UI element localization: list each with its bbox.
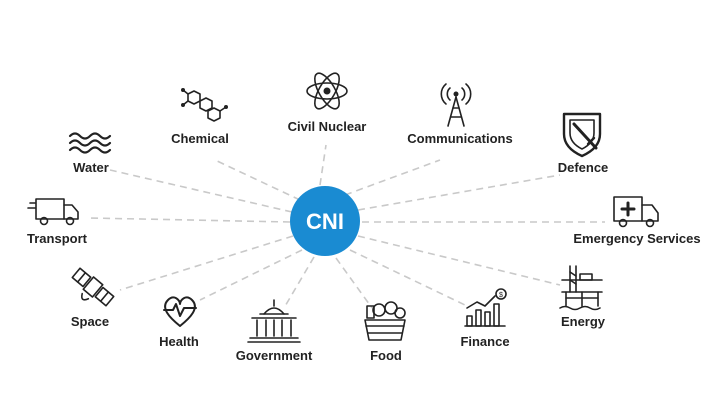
sector-space: Space bbox=[71, 267, 115, 329]
sector-government: Government bbox=[236, 299, 313, 363]
sector-label-space: Space bbox=[71, 314, 109, 329]
truck-icon bbox=[27, 198, 79, 226]
sector-label-defence: Defence bbox=[558, 160, 609, 175]
food-basket-icon bbox=[364, 301, 406, 341]
heartbeat-icon bbox=[163, 296, 197, 327]
sector-label-water: Water bbox=[73, 160, 109, 175]
sector-chemical: Chemical bbox=[171, 88, 229, 146]
government-building-icon bbox=[247, 299, 301, 343]
antenna-tower-icon bbox=[440, 83, 472, 127]
sector-label-government: Government bbox=[236, 348, 313, 363]
connector-civil-nuclear bbox=[319, 144, 327, 186]
atom-icon bbox=[306, 72, 348, 110]
sector-label-food: Food bbox=[370, 348, 402, 363]
oil-rig-icon bbox=[559, 265, 603, 311]
sector-label-transport: Transport bbox=[27, 231, 88, 246]
connectors bbox=[89, 144, 605, 309]
sector-label-civil-nuclear: Civil Nuclear bbox=[288, 119, 367, 134]
sector-food: Food bbox=[364, 301, 406, 363]
waves-icon bbox=[68, 132, 112, 154]
sector-civil-nuclear: Civil Nuclear bbox=[288, 72, 367, 134]
ambulance-icon bbox=[613, 196, 659, 228]
connector-communications bbox=[344, 159, 441, 196]
connector-energy bbox=[357, 235, 561, 286]
shield-sword-icon bbox=[562, 112, 602, 158]
sector-transport: Transport bbox=[27, 198, 88, 246]
connector-water bbox=[109, 169, 293, 213]
sector-defence: Defence bbox=[558, 112, 609, 175]
connector-health bbox=[199, 249, 303, 301]
sector-label-emergency-services: Emergency Services bbox=[573, 231, 700, 246]
connector-government bbox=[283, 256, 315, 309]
connector-defence bbox=[357, 174, 561, 211]
growth-chart-icon: $ bbox=[464, 288, 507, 327]
svg-text:$: $ bbox=[499, 292, 503, 299]
connector-space bbox=[119, 235, 294, 291]
connector-chemical bbox=[214, 159, 301, 201]
sector-label-finance: Finance bbox=[460, 334, 509, 349]
sector-energy: Energy bbox=[559, 265, 606, 329]
connector-food bbox=[335, 257, 373, 309]
sector-health: Health bbox=[159, 296, 199, 349]
molecule-icon bbox=[181, 88, 228, 122]
hub-circle bbox=[290, 186, 360, 256]
connector-transport bbox=[89, 217, 291, 223]
cni-hub: CNI bbox=[290, 186, 360, 256]
sector-label-chemical: Chemical bbox=[171, 131, 229, 146]
satellite-icon bbox=[71, 267, 115, 307]
sector-finance: $ Finance bbox=[460, 288, 510, 349]
sector-water: Water bbox=[68, 132, 112, 175]
sector-label-health: Health bbox=[159, 334, 199, 349]
sector-label-energy: Energy bbox=[561, 314, 606, 329]
sector-label-communications: Communications bbox=[407, 131, 512, 146]
hub-label: CNI bbox=[306, 209, 344, 234]
connector-finance bbox=[349, 249, 466, 306]
sector-communications: Communications bbox=[407, 83, 513, 146]
sector-emergency-services: Emergency Services bbox=[573, 196, 701, 246]
